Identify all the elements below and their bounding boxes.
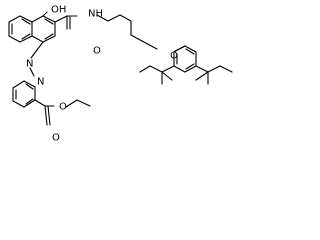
bond-line-63: [219, 65, 233, 73]
bond-line-17: [54, 15, 68, 23]
bond-line-48: [173, 65, 186, 73]
bond-line-15: [44, 33, 54, 40]
bond-line-34: [23, 80, 36, 88]
bond-line-40: [47, 105, 51, 126]
bond-line-13: [31, 35, 44, 43]
bond-line-9: [31, 15, 44, 23]
bond-line-10: [42, 15, 56, 23]
bond-line-43: [76, 99, 91, 107]
bond-line-8: [21, 33, 31, 40]
bond-line-16: [42, 11, 48, 17]
bond-line-55: [149, 65, 163, 73]
bond-line-62: [195, 71, 209, 81]
label-azo-n2: N: [37, 77, 44, 88]
bond-line-1: [19, 15, 33, 23]
bond-line-3: [19, 35, 33, 43]
bond-line-14: [44, 18, 54, 25]
bond-line-39: [44, 105, 48, 126]
label-azo-n1: N: [26, 59, 33, 70]
bond-line-12: [42, 35, 56, 43]
bond-line-23: [119, 14, 132, 22]
bond-line-30: [23, 99, 36, 108]
bond-line-7: [21, 18, 31, 25]
bond-line-54: [161, 65, 175, 73]
bond-line-27: [30, 41, 44, 59]
label-amide-nh: NH: [88, 9, 103, 20]
bond-line-25: [130, 34, 143, 42]
bond-line-60: [207, 65, 221, 73]
bond-line-58: [139, 65, 151, 73]
label-ester-o-double: O: [52, 133, 60, 144]
bond-line-33: [12, 80, 25, 89]
bond-line-22: [107, 14, 121, 22]
bond-line-45: [184, 45, 197, 53]
bond-line-42: [65, 99, 78, 108]
bond-line-31: [12, 100, 25, 108]
label-ether-o: O: [170, 51, 178, 62]
bond-line-28: [29, 67, 35, 77]
bond-line-59: [195, 65, 209, 73]
label-carbonyl-o: O: [93, 46, 101, 57]
label-hydroxyl: OH: [51, 5, 66, 16]
bond-line-4: [8, 35, 21, 43]
bond-line-36: [25, 83, 34, 90]
bond-line-26: [141, 40, 158, 50]
bond-line-47: [184, 65, 197, 73]
bond-line-52: [185, 63, 195, 70]
bond-line-38: [34, 99, 46, 107]
label-ester-o-single: O: [59, 102, 67, 113]
bond-line-53: [185, 48, 195, 55]
bond-line-57: [161, 71, 173, 81]
chemical-structure-diagram: OH NH O N N O O O: [8, 5, 233, 144]
bond-line-0: [8, 15, 21, 23]
bond-line-50: [173, 45, 186, 53]
bond-lines: [8, 11, 233, 126]
bond-line-37: [25, 98, 34, 105]
bond-line-21: [96, 14, 109, 22]
